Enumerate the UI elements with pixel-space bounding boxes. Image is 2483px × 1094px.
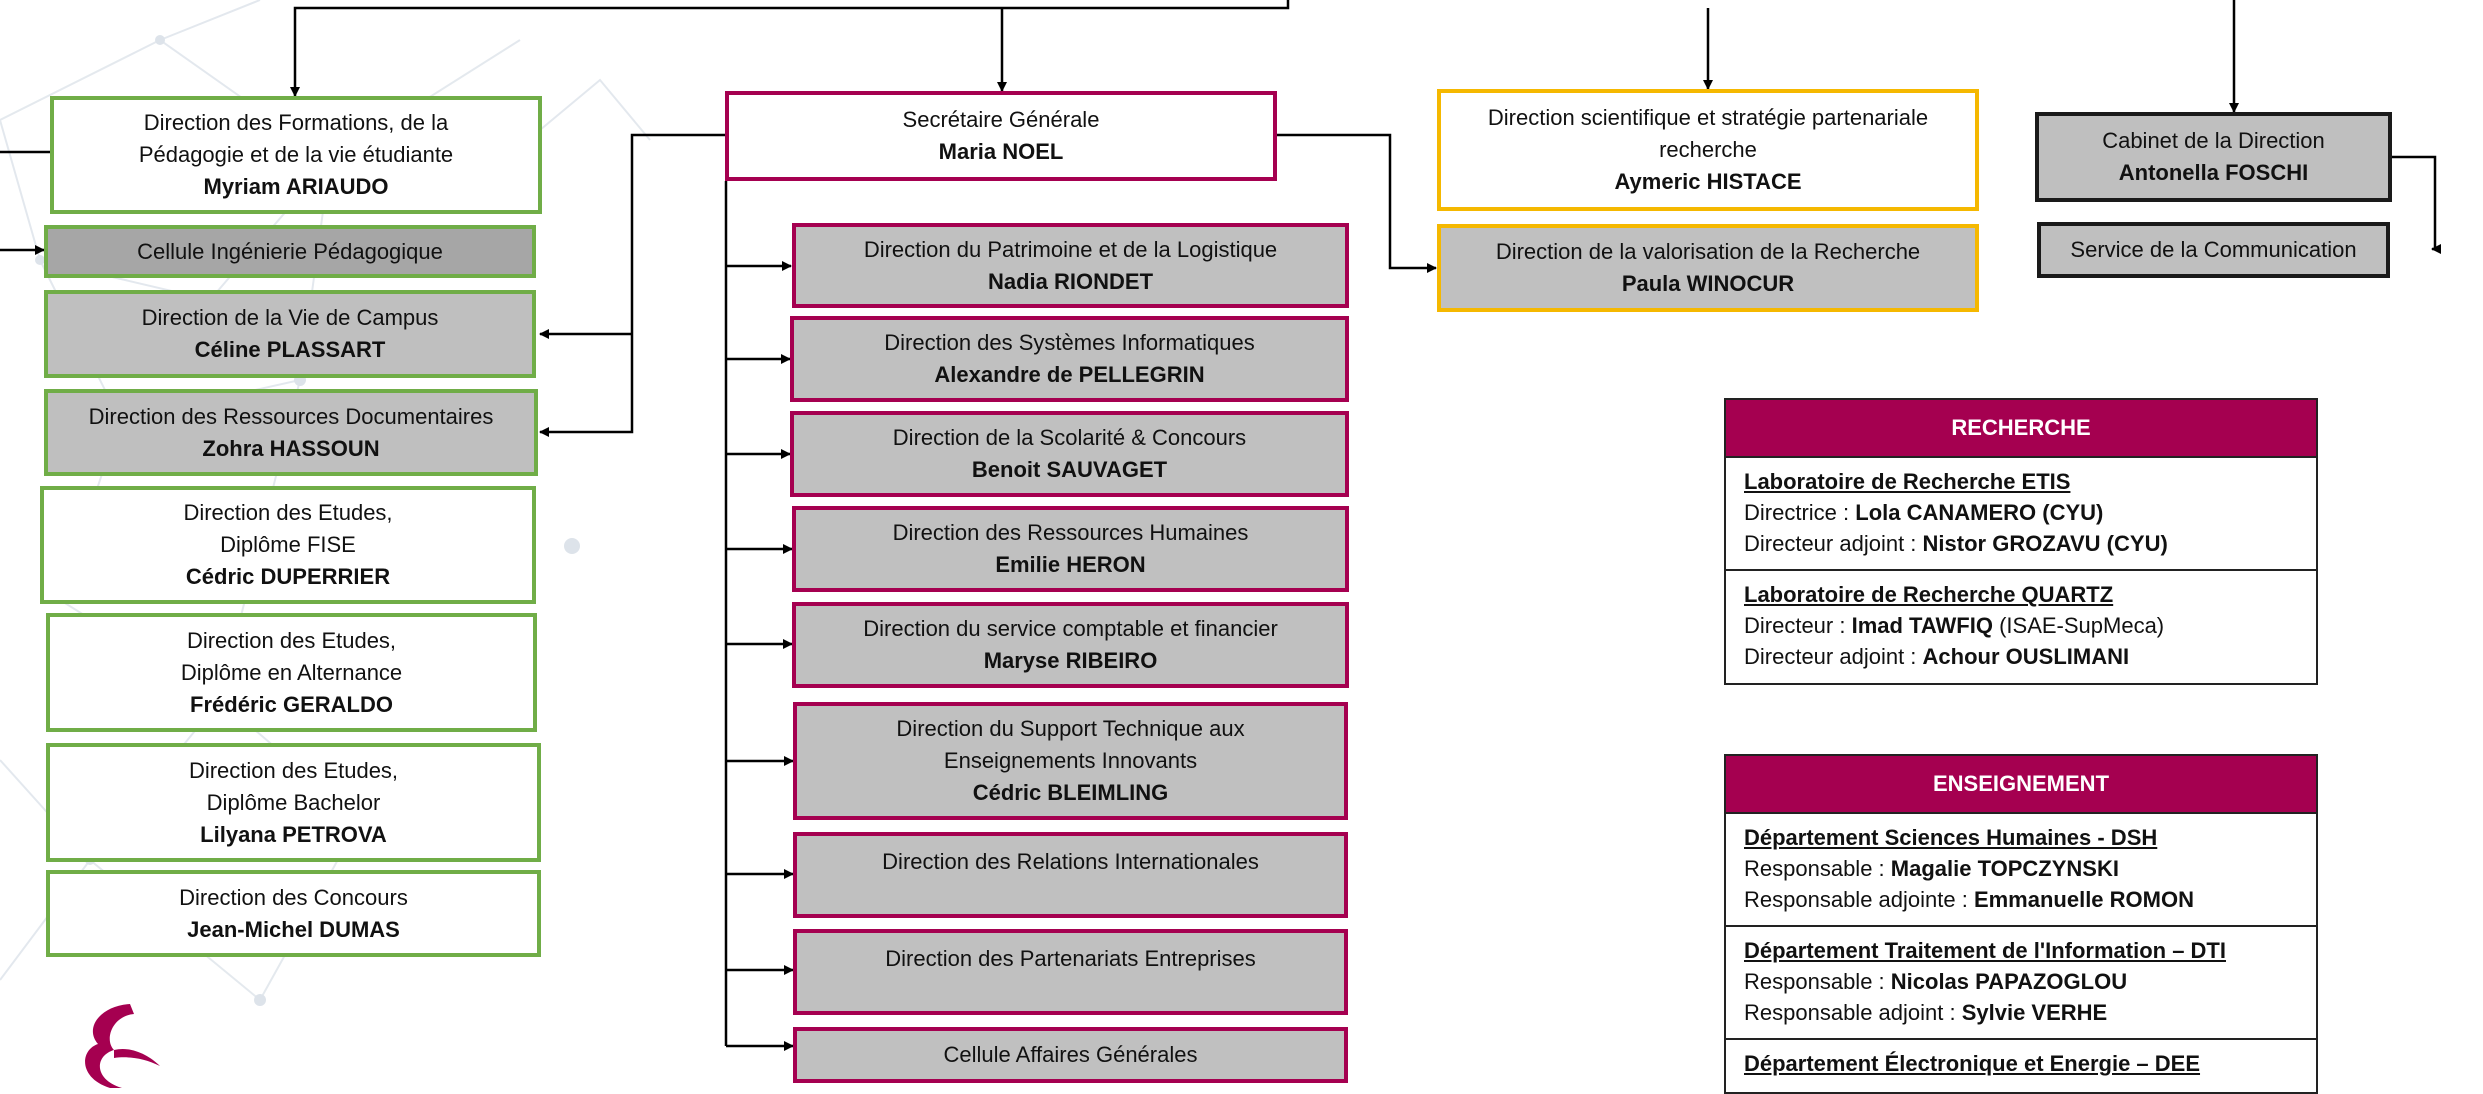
dept-dti: Département Traitement de l'Information …	[1726, 925, 2316, 1038]
box-support-technique: Direction du Support Technique aux Ensei…	[793, 702, 1348, 820]
box-cellule-ingenierie: Cellule Ingénierie Pédagogique	[44, 225, 536, 278]
box-ressources-documentaires: Direction des Ressources Documentaires Z…	[44, 389, 538, 476]
lab-quartz: Laboratoire de Recherche QUARTZ Directeu…	[1726, 569, 2316, 682]
box-etudes-alternance: Direction des Etudes, Diplôme en Alterna…	[46, 613, 537, 732]
box-cabinet-direction: Cabinet de la Direction Antonella FOSCHI	[2035, 112, 2392, 202]
recherche-panel: RECHERCHE Laboratoire de Recherche ETIS …	[1724, 398, 2318, 685]
box-systemes-informatiques: Direction des Systèmes Informatiques Ale…	[790, 316, 1349, 402]
box-etudes-bachelor: Direction des Etudes, Diplôme Bachelor L…	[46, 743, 541, 862]
box-vie-campus: Direction de la Vie de Campus Céline PLA…	[44, 290, 536, 378]
recherche-panel-title: RECHERCHE	[1726, 400, 2316, 456]
box-affaires-generales: Cellule Affaires Générales	[793, 1027, 1348, 1083]
box-service-comptable: Direction du service comptable et financ…	[792, 602, 1349, 688]
dept-dsh: Département Sciences Humaines - DSH Resp…	[1726, 812, 2316, 925]
box-etudes-fise: Direction des Etudes, Diplôme FISE Cédri…	[40, 486, 536, 604]
box-direction-scientifique: Direction scientifique et stratégie part…	[1437, 89, 1979, 211]
lab-etis: Laboratoire de Recherche ETIS Directrice…	[1726, 456, 2316, 569]
box-partenariats-entreprises: Direction des Partenariats Entreprises	[793, 929, 1348, 1015]
box-concours: Direction des Concours Jean-Michel DUMAS	[46, 870, 541, 957]
box-direction-formations: Direction des Formations, de la Pédagogi…	[50, 96, 542, 214]
box-service-communication: Service de la Communication	[2037, 222, 2390, 278]
box-valorisation-recherche: Direction de la valorisation de la Reche…	[1437, 224, 1979, 312]
enseignement-panel: ENSEIGNEMENT Département Sciences Humain…	[1724, 754, 2318, 1094]
box-relations-internationales: Direction des Relations Internationales	[793, 832, 1348, 918]
dept-dee: Département Électronique et Energie – DE…	[1726, 1038, 2316, 1089]
institution-logo	[85, 1004, 160, 1088]
box-secretaire-generale: Secrétaire Générale Maria NOEL	[725, 91, 1277, 181]
box-patrimoine-logistique: Direction du Patrimoine et de la Logisti…	[792, 223, 1349, 308]
enseignement-panel-title: ENSEIGNEMENT	[1726, 756, 2316, 812]
box-scolarite-concours: Direction de la Scolarité & Concours Ben…	[790, 411, 1349, 497]
box-ressources-humaines: Direction des Ressources Humaines Emilie…	[792, 506, 1349, 592]
